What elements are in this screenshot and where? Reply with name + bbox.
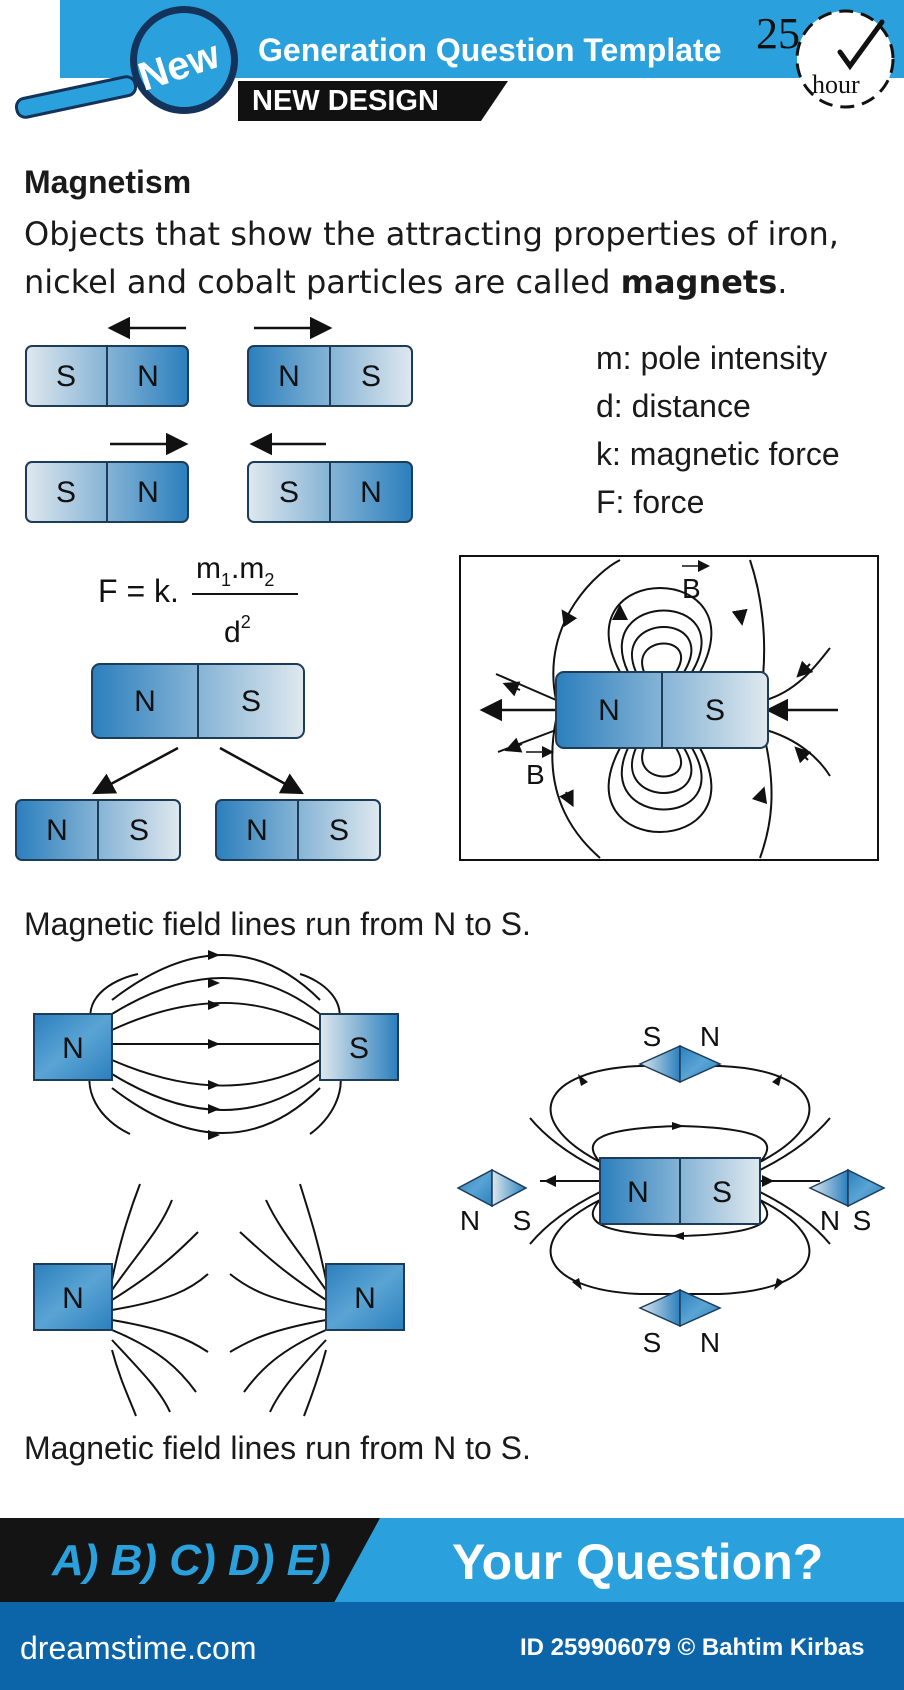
pole-label: N [137,360,159,393]
compass-needle-bottom: S N [638,1288,722,1358]
pole-label: S [349,1032,369,1065]
magnet-pair-3: S N [25,432,189,523]
pole-label: N [134,685,156,718]
section-heading: Magnetism [24,164,192,200]
pole-label: S [853,1205,872,1236]
design-tag: NEW DESIGN [238,81,508,121]
repulsion-field-diagram: N N [33,1183,405,1417]
credit-site: dreamstime.com [20,1630,257,1666]
formula-denominator: d2 [224,612,251,649]
compass-field-diagram: N S S N S N N S N S [456,1021,886,1358]
broken-magnet-diagram: N S N S N S [15,663,381,861]
pole-label: N [627,1176,649,1209]
compass-needle-left: N S [456,1168,532,1236]
your-question-label: Your Question? [452,1534,824,1590]
pole-label: S [705,694,725,727]
pole-label: N [354,1282,376,1315]
legend-pole-intensity: m: pole intensity [596,340,828,376]
legend-force: F: force [596,484,705,520]
options-panel [0,1518,380,1602]
pole-label: S [712,1176,732,1209]
header-title: Generation Question Template [258,32,722,68]
pole-label: N [360,476,382,509]
bar-magnet-field-box: N S B B [459,555,879,861]
pole-label: S [279,476,299,509]
answer-options: A) B) C) D) E) [52,1536,331,1585]
caption-field-lines-1: Magnetic field lines run from N to S. [24,906,531,942]
formula-lhs: F = k. [98,573,179,609]
pole-label: S [129,814,149,847]
credit-bar [0,1602,904,1690]
field-vector-label: B [682,573,701,604]
formula-numerator: m1.m2 [196,552,274,590]
pole-label: N [820,1205,840,1236]
pole-label: S [643,1327,662,1358]
field-vector-label: B [526,759,545,790]
pole-label: N [700,1327,720,1358]
pole-label: N [700,1021,720,1052]
credit-id: ID 259906079 © Bahtim Kirbas [520,1634,865,1661]
pole-label: N [460,1205,480,1236]
attraction-field-diagram: N S [33,950,399,1140]
intro-period: . [777,263,788,301]
pole-label: S [643,1021,662,1052]
magnet-pair-1: S N [25,316,189,407]
pole-label: N [62,1282,84,1315]
pole-label: S [241,685,261,718]
magnet-pair-2: N S [247,316,413,407]
new-badge-icon [130,6,238,114]
legend-distance: d: distance [596,388,751,424]
pole-label: N [598,694,620,727]
legend-magnetic-force: k: magnetic force [596,436,840,472]
pole-label: N [137,476,159,509]
caption-field-lines-2: Magnetic field lines run from N to S. [24,1430,531,1466]
timer-unit: hour [812,70,860,99]
clock-icon [795,9,895,109]
pole-label: N [46,814,68,847]
intro-text: Objects that show the attracting propert… [24,215,839,301]
pole-label: N [62,1032,84,1065]
coulomb-formula: F = k. m1.m2 d2 [98,552,298,649]
compass-needle-right: N S [808,1168,886,1236]
magnet-pair-4: S N [247,432,413,523]
timer-number: 25 [756,9,800,58]
intro-paragraph: Objects that show the attracting propert… [24,210,884,306]
compass-needle-top: S N [638,1021,722,1084]
pole-label: S [56,360,76,393]
pole-label: N [278,360,300,393]
pole-label: S [361,360,381,393]
pole-label: N [246,814,268,847]
intro-bold-term: magnets [620,263,778,301]
pole-label: S [329,814,349,847]
magnetism-diagrams: S N N S S N S N F = k. m1.m2 d2 N S [15,316,886,1417]
pole-label: S [513,1205,532,1236]
pole-label: S [56,476,76,509]
